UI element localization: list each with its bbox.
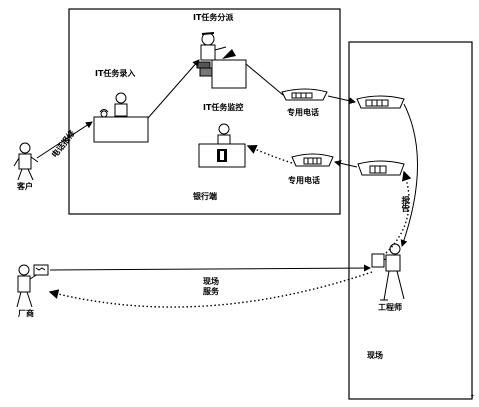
corner-mark: + xyxy=(470,393,476,400)
field-frame xyxy=(348,41,473,400)
arrow-report-to-monitor xyxy=(246,144,293,164)
arrow-entry-to-dispatch xyxy=(147,59,200,119)
label-phone-dispatch: 专用电话 xyxy=(287,108,319,117)
label-bank-branch: 银行端 xyxy=(193,192,217,201)
phone-report-field xyxy=(357,160,405,176)
label-entry: IT任务录入 xyxy=(95,69,136,78)
dispatch-operator-figure xyxy=(196,32,247,89)
vendor-figure xyxy=(16,264,49,308)
label-phone-report: 专用电话 xyxy=(288,176,320,185)
arrow-engineer-to-report-phone xyxy=(385,170,412,254)
arrow-field-phone-to-engineer xyxy=(400,103,418,247)
arrow-phone-to-phone-dispatch xyxy=(327,95,356,105)
phone-report-bank xyxy=(291,153,334,167)
arrow-phone-to-phone-report xyxy=(334,159,358,168)
arrow-vendor-to-engineer xyxy=(49,264,371,272)
label-fault-report: 报告 xyxy=(401,196,410,212)
label-customer: 客户 xyxy=(17,182,33,191)
line-dispatch-to-phone xyxy=(245,63,284,96)
bank-branch-frame xyxy=(68,8,341,215)
label-service-line2: 服务 xyxy=(203,287,219,296)
label-vendor: 厂商 xyxy=(18,309,34,318)
customer-figure xyxy=(13,142,39,181)
monitor-figure xyxy=(198,123,246,168)
label-service-line1: 现场 xyxy=(203,277,219,286)
label-engineer: 工程师 xyxy=(378,303,402,312)
label-monitor: IT任务监控 xyxy=(203,103,244,112)
engineer-figure xyxy=(371,243,405,301)
label-dispatch: IT任务分派 xyxy=(193,13,234,22)
phone-dispatch-bank xyxy=(281,88,328,101)
phone-dispatch-field xyxy=(356,95,405,109)
arrow-customer-to-entry xyxy=(36,121,93,159)
label-field: 现场 xyxy=(367,351,383,360)
entry-operator-figure xyxy=(93,92,149,143)
